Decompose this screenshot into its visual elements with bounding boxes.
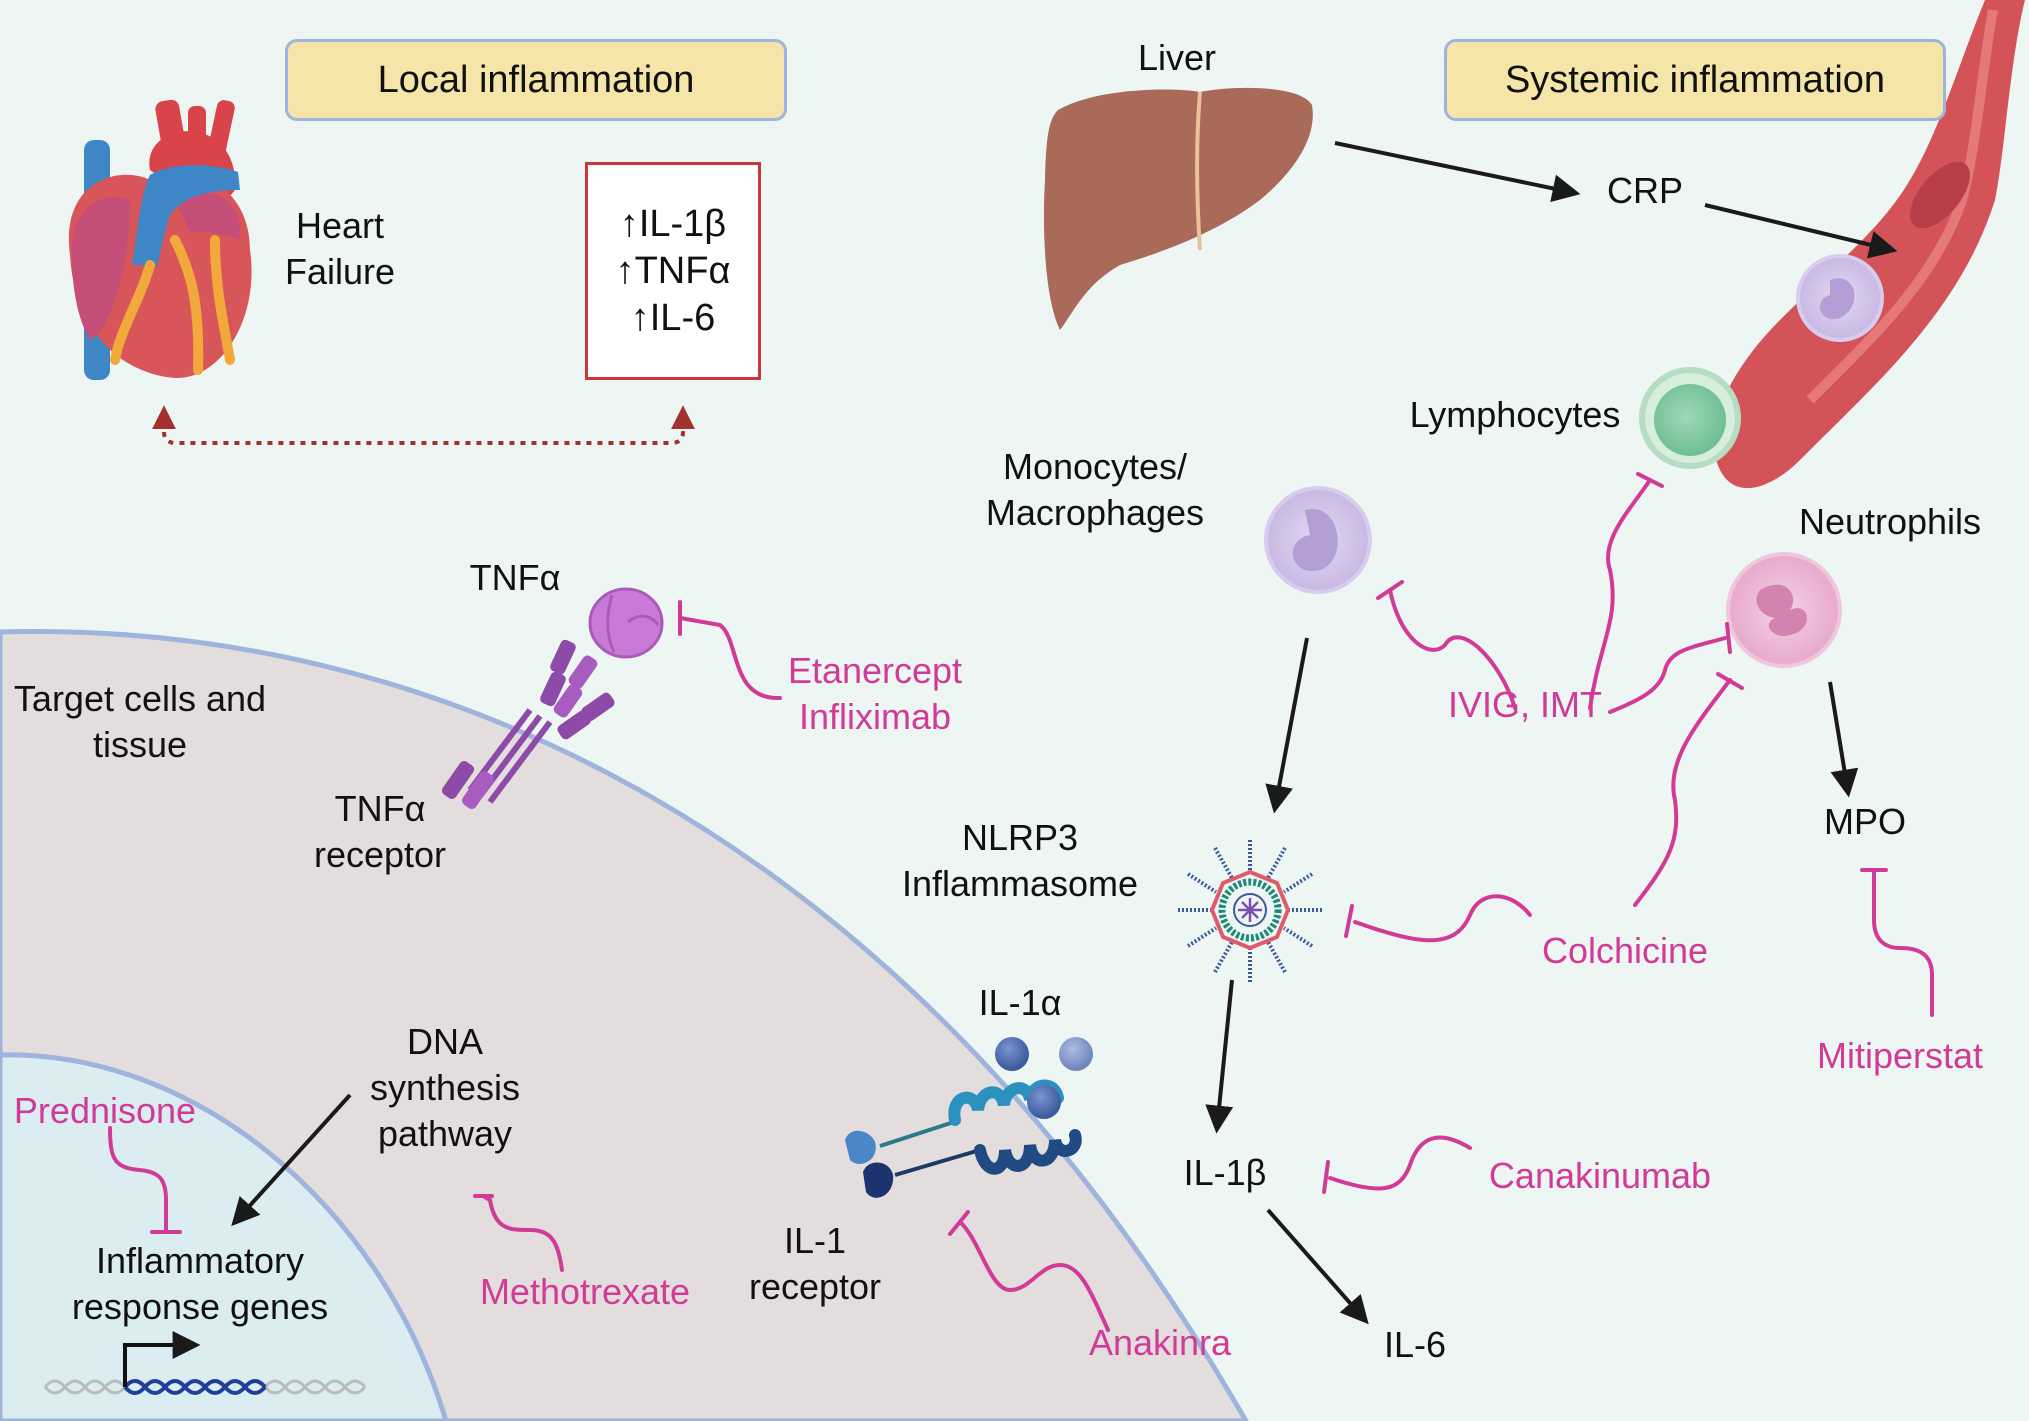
arrow-il1b-to-il6 <box>1266 1208 1369 1325</box>
tnfa-receptor-line2: receptor <box>313 834 447 875</box>
tnfa-receptor-line1: TNFα <box>334 788 426 829</box>
arrow-monocyte-to-nlrp3 <box>1265 637 1309 814</box>
monocytes-macrophages-label: Monocytes/ Macrophages <box>960 444 1230 536</box>
arrow-dna-to-genes <box>231 1093 352 1227</box>
arrow-neutrophil-to-mpo <box>1828 681 1859 798</box>
il6-label: IL-6 <box>1383 1324 1447 1365</box>
arrow-liver-to-crp <box>1334 141 1581 203</box>
heart-icon <box>68 99 252 380</box>
inhibit-etanercept <box>678 616 782 701</box>
local-inflammation-header: Local inflammation <box>285 39 787 121</box>
heart-label-line2: Failure <box>284 251 396 292</box>
inhibit-prednisone <box>108 1126 168 1232</box>
il1a-molecules-icon <box>995 1037 1093 1119</box>
il1a-label: IL-1α <box>978 982 1062 1023</box>
systemic-inflammation-title: Systemic inflammation <box>1504 58 1886 101</box>
drug-mitiperstat: Mitiperstat <box>1816 1035 1984 1076</box>
inhibit-colchicine-neutrophil <box>1633 678 1732 907</box>
monocytes-line1: Monocytes/ <box>1002 446 1188 487</box>
dna-line2: synthesis <box>369 1067 521 1108</box>
drug-methotrexate: Methotrexate <box>479 1271 691 1312</box>
il1-receptor-label: IL-1 receptor <box>735 1218 895 1310</box>
dotted-bidirectional-arrow <box>152 405 695 445</box>
elevated-cytokines-box: ↑IL-1β ↑TNFα ↑IL-6 <box>585 162 761 380</box>
drug-colchicine: Colchicine <box>1541 930 1709 971</box>
tnfa-receptor-label: TNFα receptor <box>300 786 460 878</box>
il1-receptor-line1: IL-1 <box>783 1220 847 1261</box>
inhibit-ivig-lymphocyte <box>1588 478 1652 710</box>
drug-prednisone: Prednisone <box>13 1090 197 1131</box>
drug-etanercept-infliximab: Etanercept Infliximab <box>765 648 985 740</box>
genes-line2: response genes <box>71 1286 329 1327</box>
neutrophils-label: Neutrophils <box>1798 501 1982 542</box>
cytokine-il6: ↑IL-6 <box>630 296 716 339</box>
cytokine-il1b: ↑IL-1β <box>619 202 727 245</box>
dna-gene-icon <box>43 1331 367 1395</box>
drug-infliximab: Infliximab <box>798 696 952 737</box>
il1-receptor-line2: receptor <box>748 1266 882 1307</box>
liver-icon <box>1043 87 1313 330</box>
local-inflammation-title: Local inflammation <box>377 58 695 101</box>
target-line2: tissue <box>92 724 188 765</box>
drug-anakinra: Anakinra <box>1088 1322 1232 1363</box>
inflammatory-genes-label: Inflammatory response genes <box>40 1238 360 1330</box>
lymphocytes-label: Lymphocytes <box>1409 394 1621 435</box>
crp-label: CRP <box>1606 170 1683 211</box>
il1b-label: IL-1β <box>1183 1152 1267 1193</box>
tnfa-receptor-icon <box>441 639 615 810</box>
heart-failure-label: Heart Failure <box>270 203 410 295</box>
inhibit-canakinumab <box>1328 1135 1472 1191</box>
genes-line1: Inflammatory <box>95 1240 305 1281</box>
drug-canakinumab: Canakinumab <box>1488 1155 1712 1196</box>
inhibit-colchicine-nlrp3 <box>1353 894 1532 943</box>
dna-line1: DNA <box>406 1021 483 1062</box>
cytokine-tnfa: ↑TNFα <box>615 249 731 292</box>
arrow-nlrp3-to-il1b <box>1205 979 1234 1134</box>
systemic-inflammation-header: Systemic inflammation <box>1444 39 1946 121</box>
nlrp3-line1: NLRP3 <box>961 817 1079 858</box>
inhibit-anakinra <box>958 1220 1110 1332</box>
tnfa-protein-icon <box>588 587 664 659</box>
inhibit-methotrexate <box>481 1194 564 1272</box>
inhibit-mitiperstat <box>1872 868 1934 1017</box>
target-line1: Target cells and <box>13 678 267 719</box>
nlrp3-label: NLRP3 Inflammasome <box>870 815 1170 907</box>
nlrp3-line2: Inflammasome <box>901 863 1139 904</box>
inhibit-ivig-monocyte <box>1388 588 1517 710</box>
inhibit-ivig-neutrophil <box>1608 636 1727 714</box>
drug-ivig-imt: IVIG, IMT <box>1447 684 1602 725</box>
liver-label: Liver <box>1137 37 1217 78</box>
dna-line3: pathway <box>377 1113 513 1154</box>
drug-etanercept: Etanercept <box>787 650 963 691</box>
heart-label-line1: Heart <box>295 205 385 246</box>
monocytes-line2: Macrophages <box>985 492 1205 533</box>
arrow-crp-to-vessel <box>1704 203 1898 259</box>
nlrp3-inflammasome-icon <box>1178 840 1322 982</box>
target-cells-label: Target cells and tissue <box>0 676 280 768</box>
tnfa-label: TNFα <box>469 557 561 598</box>
dna-synthesis-label: DNA synthesis pathway <box>340 1019 550 1157</box>
mpo-label: MPO <box>1823 801 1906 842</box>
